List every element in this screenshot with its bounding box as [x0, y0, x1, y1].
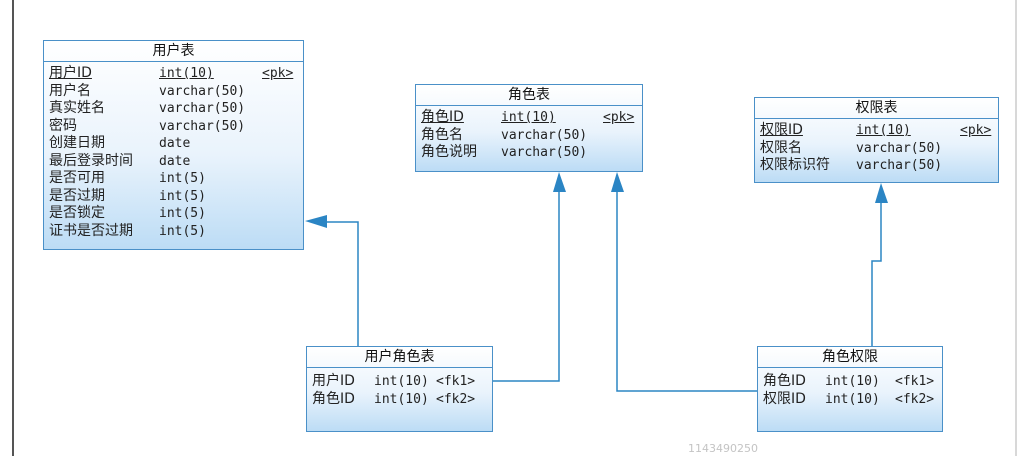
column-row: 是否过期 int(5) [49, 188, 303, 206]
column-name: 真实姓名 [49, 100, 105, 116]
column-name: 角色ID [312, 390, 355, 407]
column-name: 是否过期 [49, 187, 105, 204]
column-type: varchar(50) [159, 118, 246, 134]
column-type: varchar(50) [501, 127, 588, 143]
column-row: 创建日期 date [49, 135, 303, 153]
column-type: int(5) [159, 223, 206, 239]
column-name: 密码 [49, 117, 77, 134]
column-name: 用户名 [49, 82, 91, 99]
column-name: 角色说明 [421, 144, 477, 160]
right-border-line [1015, 0, 1017, 456]
column-row: 密码 varchar(50) [49, 118, 303, 136]
column-row: 角色说明 varchar(50) [421, 144, 642, 162]
left-border-line [12, 0, 14, 456]
entity-title: 角色表 [416, 85, 642, 106]
column-type: varchar(50) [159, 83, 246, 99]
column-name: 角色名 [421, 126, 463, 143]
column-type: varchar(50) [159, 101, 246, 116]
column-type: int(10) [159, 66, 214, 81]
entity-user-table[interactable]: 用户表 用户ID int(10) <pk> 用户名 varchar(50) 真实… [43, 40, 304, 250]
entity-role-table[interactable]: 角色表 角色ID int(10) <pk> 角色名 varchar(50) 角色… [415, 84, 643, 172]
column-name: 是否可用 [49, 170, 105, 186]
column-type: int(10) [825, 374, 880, 389]
column-row: 角色ID int(10) <pk> [421, 109, 642, 127]
column-name: 证书是否过期 [49, 222, 133, 239]
arrowhead-permission [875, 183, 888, 203]
arrowhead-role-1 [553, 172, 566, 192]
column-row: 角色ID int(10) <fk2> [312, 391, 492, 409]
column-row: 真实姓名 varchar(50) [49, 100, 303, 118]
arrowhead-user [305, 215, 327, 228]
entity-role-permission-table[interactable]: 角色权限 角色ID int(10) <fk1> 权限ID int(10) <fk… [757, 346, 943, 432]
column-type: varchar(50) [501, 145, 588, 160]
column-type: int(5) [159, 171, 206, 186]
relation-user-role-to-role [492, 184, 560, 382]
column-row: 权限ID int(10) <pk> [760, 122, 998, 140]
column-type: int(10) [856, 123, 911, 138]
column-type: varchar(50) [856, 158, 943, 173]
column-name: 创建日期 [49, 135, 105, 151]
entity-title: 用户表 [44, 41, 303, 62]
column-key: <fk1> [436, 374, 476, 389]
column-row: 权限名 varchar(50) [760, 140, 998, 158]
column-row: 用户ID int(10) <fk1> [312, 373, 492, 391]
column-type: int(10) [374, 374, 429, 389]
column-key: <fk2> [436, 391, 476, 407]
column-type: date [159, 153, 191, 169]
column-type: int(5) [159, 206, 206, 221]
column-row: 权限标识符 varchar(50) [760, 157, 998, 175]
column-key: <fk2> [895, 391, 935, 407]
watermark-text: 1143490250 [688, 442, 758, 455]
column-row: 最后登录时间 date [49, 153, 303, 171]
column-type: date [159, 136, 191, 151]
column-name: 是否锁定 [49, 205, 105, 221]
entity-user-role-table[interactable]: 用户角色表 用户ID int(10) <fk1> 角色ID int(10) <f… [306, 346, 493, 432]
column-row: 是否可用 int(5) [49, 170, 303, 188]
entity-title: 用户角色表 [307, 347, 492, 368]
column-type: int(10) [374, 391, 429, 407]
column-name: 权限ID [760, 122, 803, 138]
column-key: <fk1> [895, 374, 935, 389]
column-row: 角色名 varchar(50) [421, 127, 642, 145]
column-type: varchar(50) [856, 140, 943, 156]
column-type: int(10) [501, 110, 556, 125]
column-name: 角色ID [763, 373, 806, 389]
column-row: 角色ID int(10) <fk1> [763, 373, 942, 391]
column-name: 用户ID [312, 373, 355, 389]
column-type: int(10) [825, 391, 880, 407]
column-name: 用户ID [49, 65, 92, 81]
column-type: int(5) [159, 188, 206, 204]
entity-title: 角色权限 [758, 347, 942, 368]
column-row: 是否锁定 int(5) [49, 205, 303, 223]
column-name: 最后登录时间 [49, 152, 133, 169]
column-key: <pk> [960, 123, 992, 138]
relation-user-role-to-user [317, 221, 359, 346]
column-name: 角色ID [421, 109, 464, 125]
column-key: <pk> [262, 66, 294, 81]
column-name: 权限标识符 [760, 157, 830, 173]
relation-role-permission-to-permission [871, 195, 882, 346]
column-row: 证书是否过期 int(5) [49, 223, 303, 241]
column-name: 权限名 [760, 139, 802, 156]
column-row: 用户ID int(10) <pk> [49, 65, 303, 83]
column-row: 用户名 varchar(50) [49, 83, 303, 101]
arrowhead-role-2 [611, 172, 624, 192]
entity-permission-table[interactable]: 权限表 权限ID int(10) <pk> 权限名 varchar(50) 权限… [754, 97, 999, 183]
entity-title: 权限表 [755, 98, 998, 119]
column-name: 权限ID [763, 390, 806, 407]
relation-role-permission-to-role [616, 184, 757, 392]
column-key: <pk> [603, 110, 635, 125]
column-row: 权限ID int(10) <fk2> [763, 391, 942, 409]
